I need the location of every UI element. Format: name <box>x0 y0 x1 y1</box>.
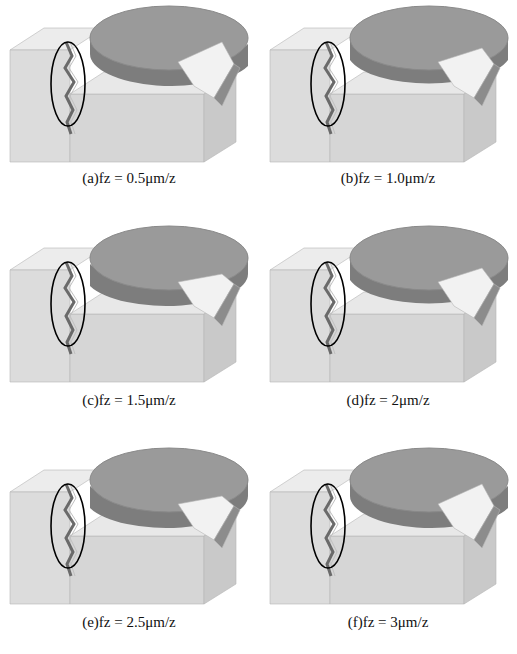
workpiece-front <box>270 50 330 162</box>
subfigure-caption: (e)fz = 2.5μm/z <box>82 614 176 631</box>
workpiece-front <box>330 94 464 162</box>
workpiece-front <box>70 536 204 604</box>
workpiece-front <box>70 314 204 382</box>
burr <box>325 262 334 354</box>
burr <box>65 42 74 134</box>
subfigure-caption: (c)fz = 1.5μm/z <box>82 392 176 409</box>
subfigure-caption: (a)fz = 0.5μm/z <box>82 170 176 187</box>
workpiece-front <box>10 270 70 382</box>
cutting-simulation <box>270 6 508 162</box>
cutting-simulation <box>270 448 508 604</box>
tool-edge <box>214 284 240 326</box>
tool-edge <box>474 284 500 326</box>
workpiece-front <box>270 270 330 382</box>
tool-edge <box>474 506 500 548</box>
burr <box>65 262 74 354</box>
workpiece-front <box>330 536 464 604</box>
workpiece-front <box>10 492 70 604</box>
workpiece-front <box>270 492 330 604</box>
tool-edge <box>214 506 240 548</box>
subfigure-caption: (f)fz = 3μm/z <box>348 614 429 631</box>
highlight-ellipse <box>311 484 345 568</box>
cutting-simulation <box>10 226 248 382</box>
subfigure-caption: (b)fz = 1.0μm/z <box>341 170 435 187</box>
highlight-ellipse <box>311 262 345 346</box>
highlight-ellipse <box>51 262 85 346</box>
cutting-simulation <box>10 448 248 604</box>
burr <box>325 484 334 576</box>
tool-edge <box>474 64 500 106</box>
cutting-simulation <box>10 6 248 162</box>
burr <box>65 484 74 576</box>
burr <box>325 42 334 134</box>
highlight-ellipse <box>51 484 85 568</box>
cutting-simulation <box>270 226 508 382</box>
workpiece-front <box>330 314 464 382</box>
workpiece-front <box>70 94 204 162</box>
subfigure-caption: (d)fz = 2μm/z <box>346 392 429 409</box>
workpiece-front <box>10 50 70 162</box>
tool-edge <box>214 64 240 106</box>
highlight-ellipse <box>311 42 345 126</box>
highlight-ellipse <box>51 42 85 126</box>
